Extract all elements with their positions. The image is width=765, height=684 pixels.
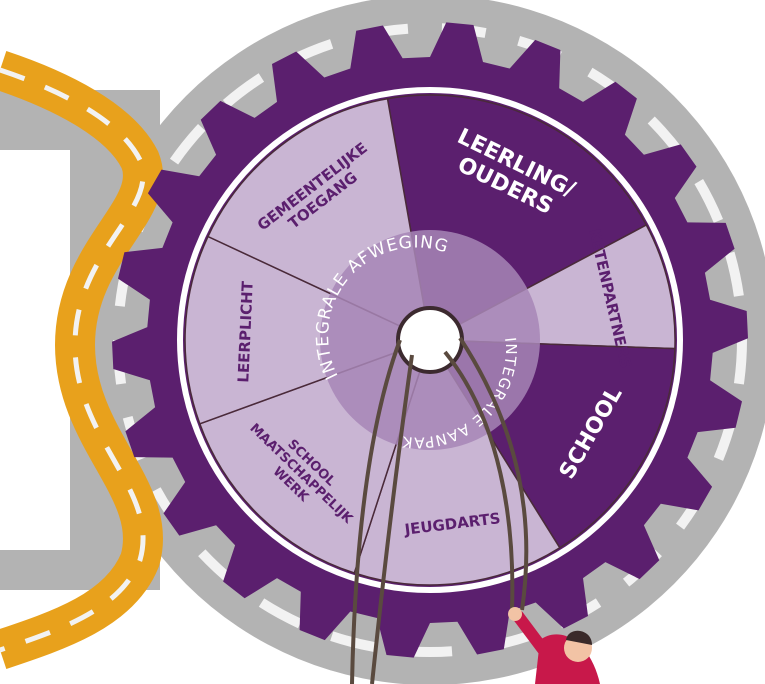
orange-road	[0, 51, 163, 669]
segment-label-line: LEERPLICHT	[234, 280, 256, 383]
wheel-segment	[184, 235, 432, 425]
person-figure	[508, 607, 600, 684]
segment-label: LEERPLICHT	[234, 280, 256, 383]
ropes	[350, 336, 529, 684]
road-label: SAMEN DOOR	[24, 235, 49, 404]
outer-white-ring	[177, 87, 683, 593]
